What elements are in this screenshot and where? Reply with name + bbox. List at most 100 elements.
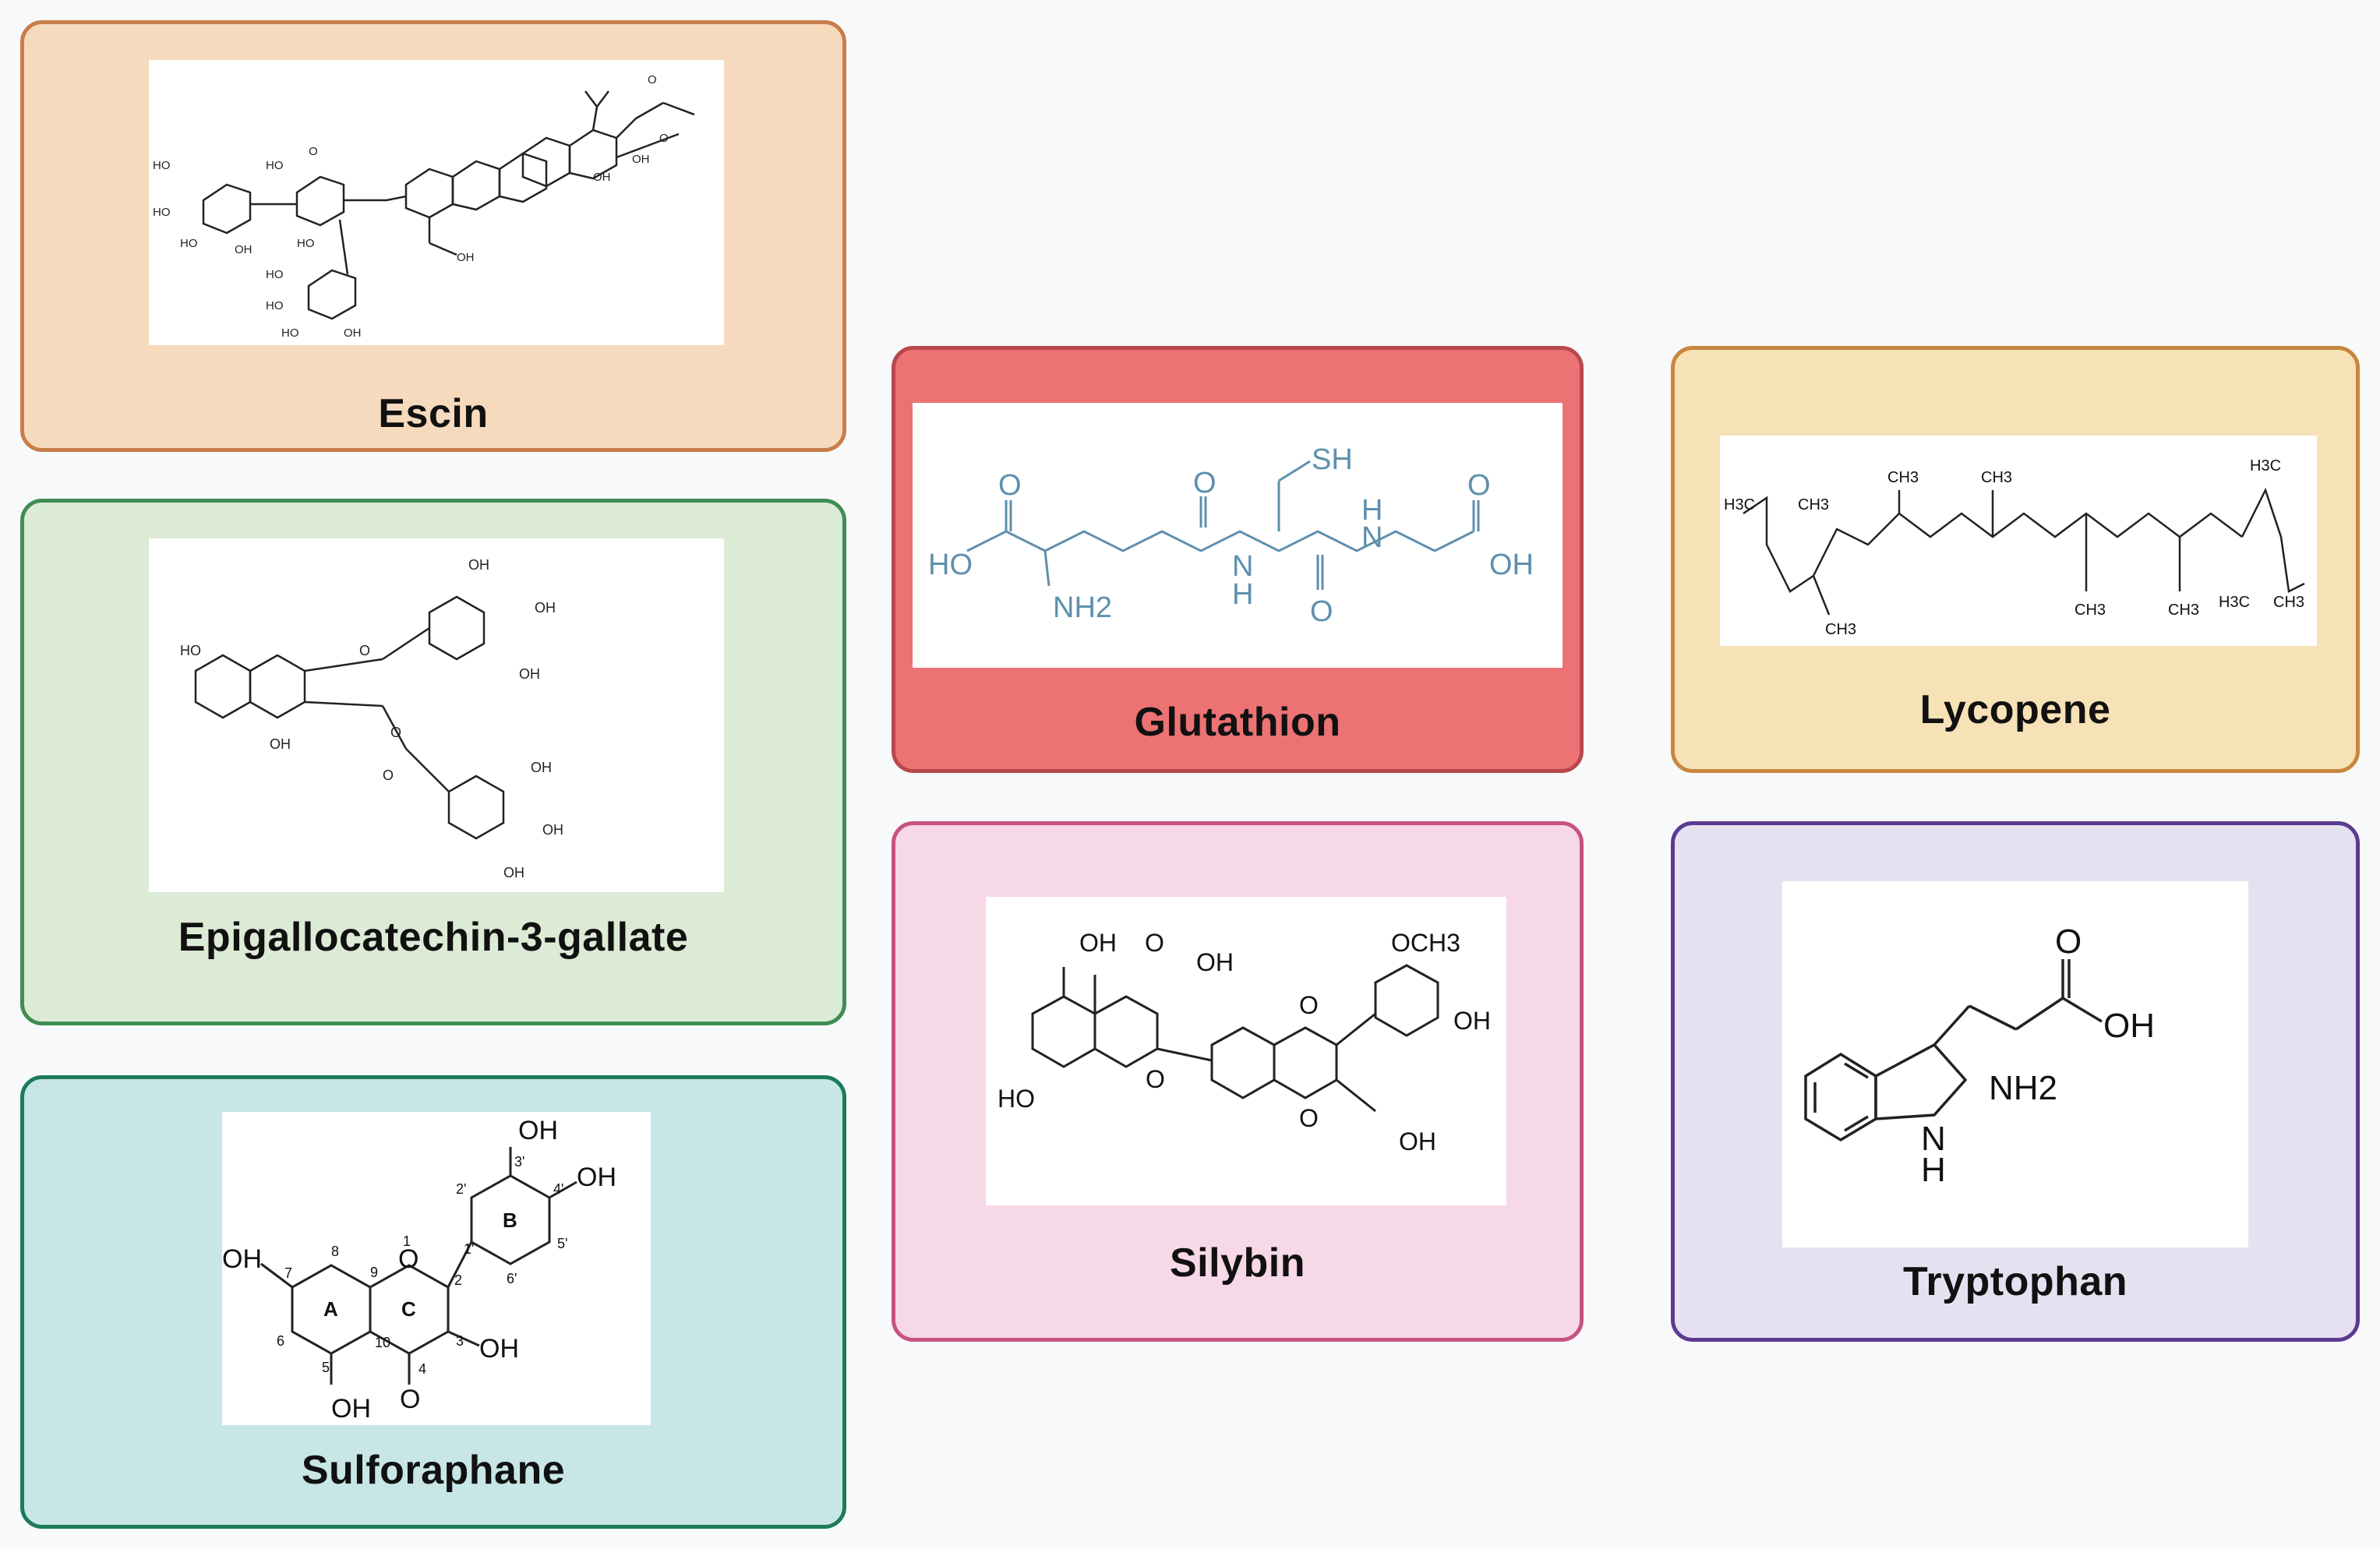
svg-text:O: O xyxy=(1146,1065,1165,1093)
svg-text:CH3: CH3 xyxy=(2273,594,2304,611)
svg-text:H: H xyxy=(1361,494,1382,527)
sulforaphane-card: OH OH OH OH OH O O A B C 1 2 3 4 5 6 7 xyxy=(20,1075,846,1529)
svg-text:4: 4 xyxy=(418,1361,426,1377)
escin-card: HO HO HO OH HO O HO HO HO HO OH OH OH OH… xyxy=(20,20,846,452)
svg-text:OH: OH xyxy=(1489,549,1534,581)
svg-text:C: C xyxy=(401,1297,416,1321)
svg-text:HO: HO xyxy=(266,268,284,281)
svg-text:NH2: NH2 xyxy=(1989,1069,2057,1107)
svg-text:B: B xyxy=(503,1209,517,1232)
svg-text:H: H xyxy=(1232,578,1253,611)
svg-text:OH: OH xyxy=(270,736,291,752)
svg-text:H3C: H3C xyxy=(2219,594,2250,611)
svg-text:OH: OH xyxy=(457,251,475,264)
svg-text:OH: OH xyxy=(593,171,611,184)
svg-text:2': 2' xyxy=(456,1181,466,1197)
svg-text:O: O xyxy=(1467,469,1491,502)
sulforaphane-structure-image: OH OH OH OH OH O O A B C 1 2 3 4 5 6 7 xyxy=(222,1112,651,1425)
svg-text:6': 6' xyxy=(507,1271,517,1286)
svg-text:7: 7 xyxy=(284,1265,292,1281)
glutathion-structure-image: SH HO NH2 OH N H N H O O O O xyxy=(913,403,1563,668)
svg-text:HO: HO xyxy=(153,206,171,219)
silybin-label: Silybin xyxy=(1170,1240,1305,1286)
svg-text:O: O xyxy=(383,767,394,783)
egcg-structure-drawing: HO O OH OH OH OH O OH OH OH O xyxy=(180,557,563,880)
lycopene-structure-image: H3C CH3 CH3 CH3 CH3 CH3 CH3 H3C H3C CH3 xyxy=(1720,436,2317,646)
svg-text:O: O xyxy=(1299,1104,1319,1132)
silybin-structure-drawing: OH O OH HO O O O OCH3 OH OH xyxy=(998,929,1491,1156)
svg-text:O: O xyxy=(1299,991,1319,1019)
tryptophan-structure-image: O OH NH2 N H xyxy=(1782,881,2248,1247)
svg-text:SH: SH xyxy=(1312,443,1353,476)
svg-text:HO: HO xyxy=(281,326,299,340)
svg-text:2: 2 xyxy=(454,1272,462,1288)
svg-text:OH: OH xyxy=(2103,1007,2155,1045)
svg-text:O: O xyxy=(398,1244,418,1274)
tryptophan-card: O OH NH2 N H Tryptophan xyxy=(1671,821,2360,1342)
svg-text:OH: OH xyxy=(222,1244,262,1274)
svg-text:O: O xyxy=(400,1385,420,1414)
svg-text:O: O xyxy=(309,145,318,158)
svg-text:O: O xyxy=(1193,467,1216,499)
silybin-card: OH O OH HO O O O OCH3 OH OH Silybin xyxy=(892,821,1584,1342)
escin-label: Escin xyxy=(378,391,489,436)
svg-text:O: O xyxy=(998,469,1022,502)
svg-text:N: N xyxy=(1361,521,1382,554)
svg-text:NH2: NH2 xyxy=(1053,591,1112,624)
svg-text:O: O xyxy=(390,725,401,740)
svg-text:O: O xyxy=(659,132,669,145)
svg-text:N: N xyxy=(1921,1120,1946,1158)
svg-text:CH3: CH3 xyxy=(2168,602,2199,619)
svg-text:HO: HO xyxy=(266,299,284,312)
svg-text:4': 4' xyxy=(553,1181,563,1197)
svg-text:OH: OH xyxy=(479,1334,519,1364)
svg-text:O: O xyxy=(2055,923,2082,961)
svg-text:1': 1' xyxy=(464,1241,474,1257)
svg-text:HO: HO xyxy=(998,1085,1035,1113)
svg-text:CH3: CH3 xyxy=(1825,621,1856,638)
svg-text:HO: HO xyxy=(180,237,198,250)
escin-structure-image: HO HO HO OH HO O HO HO HO HO OH OH OH OH… xyxy=(149,60,724,345)
svg-text:CH3: CH3 xyxy=(1798,496,1829,513)
svg-text:HO: HO xyxy=(153,159,171,172)
glutathion-card: SH HO NH2 OH N H N H O O O O Glutathion xyxy=(892,346,1584,773)
svg-text:OCH3: OCH3 xyxy=(1391,929,1460,957)
svg-text:OH: OH xyxy=(503,865,524,880)
svg-text:O: O xyxy=(359,643,370,658)
svg-text:HO: HO xyxy=(180,643,201,658)
svg-text:CH3: CH3 xyxy=(2075,602,2106,619)
tryptophan-label: Tryptophan xyxy=(1902,1259,2128,1304)
svg-text:OH: OH xyxy=(1399,1127,1436,1156)
svg-text:3': 3' xyxy=(514,1154,524,1170)
svg-text:3: 3 xyxy=(456,1333,464,1349)
silybin-structure-image: OH O OH HO O O O OCH3 OH OH xyxy=(986,897,1506,1205)
svg-text:OH: OH xyxy=(535,600,556,616)
svg-text:CH3: CH3 xyxy=(1887,469,1919,486)
svg-text:H: H xyxy=(1921,1151,1946,1189)
escin-structure-drawing: HO HO HO OH HO O HO HO HO HO OH OH OH OH… xyxy=(153,73,695,340)
glutathion-structure-drawing: SH HO NH2 OH N H N H O O O O xyxy=(928,443,1534,628)
svg-text:OH: OH xyxy=(468,557,489,573)
sulforaphane-structure-drawing: OH OH OH OH OH O O A B C 1 2 3 4 5 6 7 xyxy=(222,1116,616,1424)
svg-text:H3C: H3C xyxy=(1724,496,1755,513)
svg-text:OH: OH xyxy=(531,760,552,775)
svg-text:OH: OH xyxy=(542,822,563,838)
egcg-card: HO O OH OH OH OH O OH OH OH O Epigalloca… xyxy=(20,499,846,1025)
egcg-structure-image: HO O OH OH OH OH O OH OH OH O xyxy=(149,538,724,892)
svg-text:1: 1 xyxy=(403,1233,411,1249)
svg-text:O: O xyxy=(1145,929,1164,957)
svg-text:O: O xyxy=(1310,595,1333,628)
sulforaphane-label: Sulforaphane xyxy=(301,1448,566,1493)
tryptophan-structure-drawing: O OH NH2 N H xyxy=(1804,923,2155,1189)
svg-text:10: 10 xyxy=(375,1335,390,1350)
svg-text:8: 8 xyxy=(331,1244,339,1259)
lycopene-card: H3C CH3 CH3 CH3 CH3 CH3 CH3 H3C H3C CH3 … xyxy=(1671,346,2360,773)
svg-text:H3C: H3C xyxy=(2250,457,2281,475)
svg-text:OH: OH xyxy=(1453,1007,1491,1035)
svg-text:OH: OH xyxy=(519,666,540,682)
svg-text:HO: HO xyxy=(297,237,315,250)
svg-text:OH: OH xyxy=(632,153,650,166)
svg-text:CH3: CH3 xyxy=(1981,469,2012,486)
svg-text:OH: OH xyxy=(235,243,252,256)
svg-text:OH: OH xyxy=(577,1163,616,1192)
